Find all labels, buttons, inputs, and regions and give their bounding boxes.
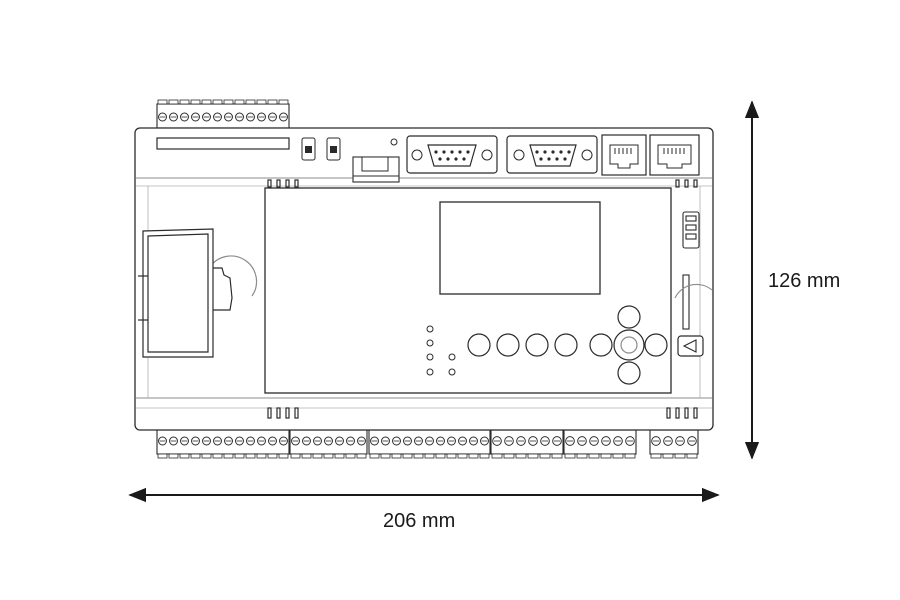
serial-port-2 — [506, 135, 598, 174]
serial-port-1 — [406, 135, 498, 174]
nav-right-button[interactable] — [644, 333, 668, 357]
bottom-terminal-block-5 — [563, 429, 637, 459]
usb-port-2 — [326, 137, 341, 161]
bottom-terminal-block-3 — [368, 429, 491, 459]
height-dimension-label: 126 mm — [768, 270, 841, 292]
function-button-4[interactable] — [554, 333, 578, 357]
usb-port-1 — [301, 137, 316, 161]
bottom-terminal-block-1 — [156, 429, 290, 459]
bottom-terminal-block-4 — [490, 429, 564, 459]
sd-card-slot — [674, 274, 713, 330]
rj-jack-1 — [601, 134, 647, 176]
bottom-terminal-block-6 — [649, 429, 699, 459]
navigation-keypad — [589, 305, 668, 385]
vent-marks-top-left — [267, 179, 299, 188]
function-button-3[interactable] — [525, 333, 549, 357]
indicator-leds — [426, 325, 456, 376]
nav-left-button[interactable] — [589, 333, 613, 357]
vent-marks-top-right — [675, 179, 698, 188]
top-terminal-block — [156, 99, 290, 129]
function-button-2[interactable] — [496, 333, 520, 357]
vent-marks-bottom-left — [267, 407, 299, 419]
function-button-1[interactable] — [467, 333, 491, 357]
nav-center-button[interactable] — [613, 329, 645, 361]
battery-holder — [138, 228, 258, 358]
bottom-terminal-block-2 — [289, 429, 368, 459]
status-led — [390, 138, 398, 146]
reset-button[interactable] — [677, 335, 704, 357]
vent-marks-bottom-right — [666, 407, 698, 419]
side-connector-right — [682, 211, 700, 249]
nav-down-button[interactable] — [617, 361, 641, 385]
ethernet-jack-small — [352, 156, 400, 183]
display-screen — [439, 201, 601, 295]
rj-jack-2 — [649, 134, 700, 176]
width-dimension-label: 206 mm — [383, 510, 456, 532]
label-strip — [156, 137, 290, 150]
top-terminal-block-1 — [156, 99, 290, 129]
nav-up-button[interactable] — [617, 305, 641, 329]
function-buttons — [467, 333, 578, 357]
bottom-terminal-blocks — [156, 429, 699, 459]
